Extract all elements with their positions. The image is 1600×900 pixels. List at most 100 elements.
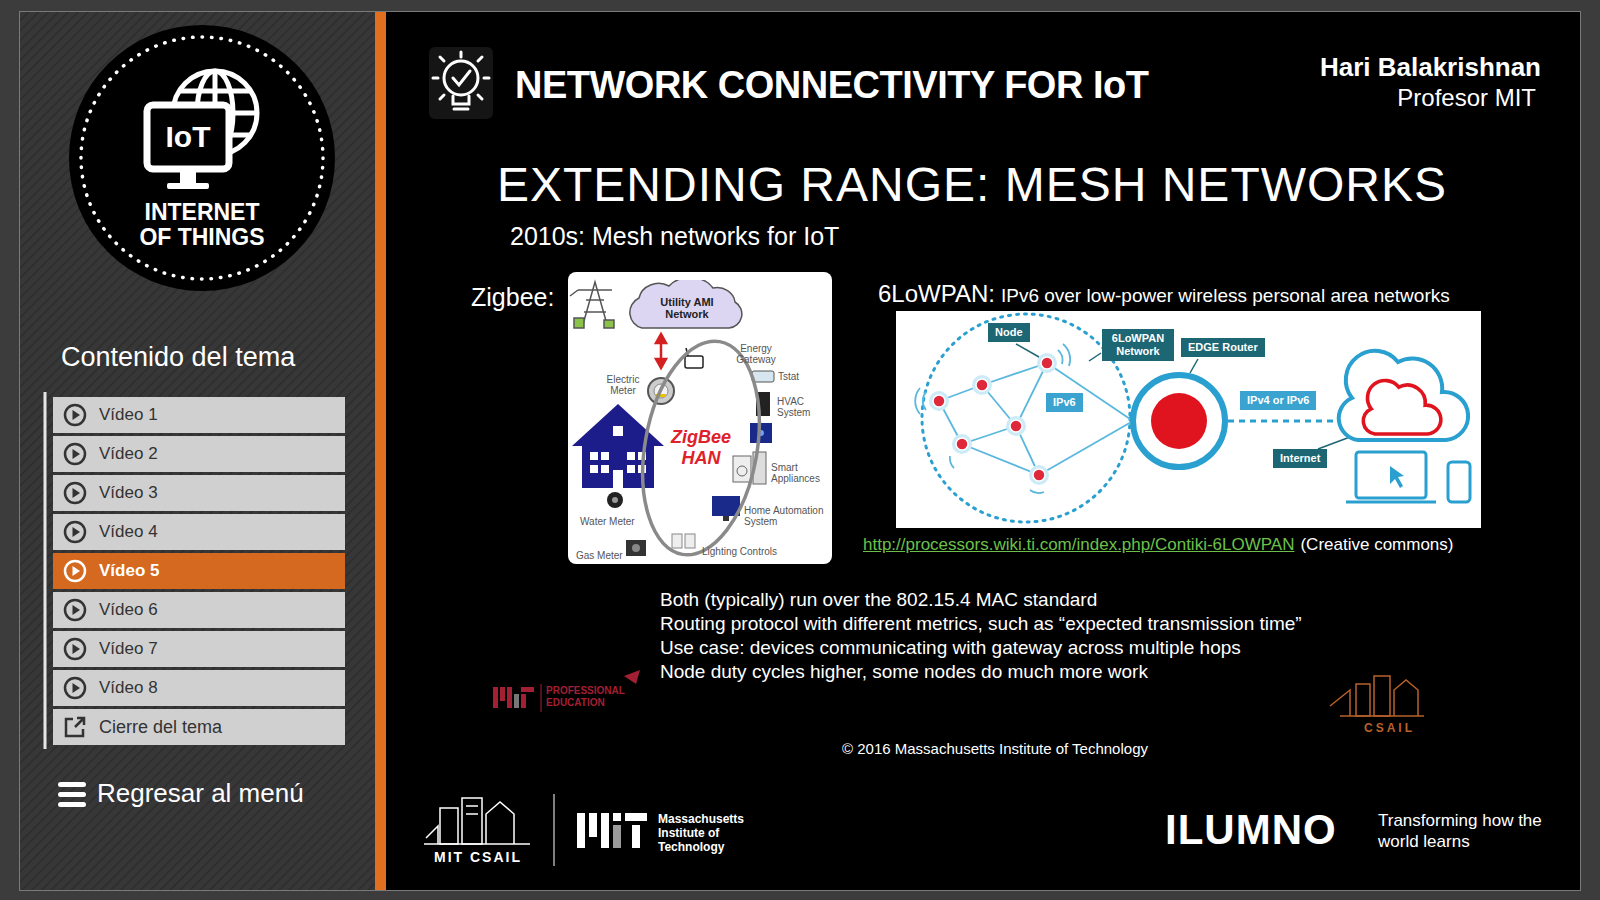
play-icon xyxy=(63,442,87,466)
lightbulb-icon xyxy=(478,57,482,61)
logo-text: MIT CSAIL xyxy=(434,849,522,866)
house xyxy=(627,452,635,460)
bullet-text: Use case: devices communicating with gat… xyxy=(660,636,1241,659)
play-icon xyxy=(73,566,81,576)
gas-meter xyxy=(626,540,646,556)
power-tower xyxy=(570,282,614,328)
house xyxy=(590,452,598,460)
laptop-phone xyxy=(1448,462,1470,502)
mit-logo xyxy=(613,813,621,821)
logo-art xyxy=(167,183,209,189)
laptop-phone xyxy=(1346,501,1436,504)
laptop-phone xyxy=(1346,452,1470,502)
uplink xyxy=(1228,420,1334,423)
mesh-nodes xyxy=(1029,465,1049,485)
source-link: http://processors.wiki.ti.com/index.php/… xyxy=(863,535,1294,555)
play-icon xyxy=(73,644,81,654)
copyright: © 2016 Massachusetts Institute of Techno… xyxy=(842,740,1148,758)
play-icon xyxy=(63,559,87,583)
cloud-shape xyxy=(630,280,742,328)
menu-rail xyxy=(45,392,46,749)
mesh-links xyxy=(962,444,1039,475)
csail-logo-small xyxy=(1330,690,1350,716)
lightbulb-icon xyxy=(453,96,469,104)
callout-tag: Node xyxy=(988,323,1030,342)
play-icon xyxy=(63,481,87,505)
play-icon xyxy=(65,444,85,464)
mesh-nodes xyxy=(1041,357,1053,369)
logo-art xyxy=(179,89,251,94)
ellipse-shape xyxy=(627,332,775,564)
device-label: Smart Appliances xyxy=(771,462,829,484)
laptop-phone xyxy=(1356,452,1426,498)
menu-item: Vídeo 7 xyxy=(53,631,345,667)
house xyxy=(613,426,623,436)
tag-label: Node xyxy=(995,326,1023,339)
play-icon xyxy=(73,605,81,615)
lighting-controls xyxy=(685,534,695,548)
lightbulb-icon xyxy=(429,47,493,119)
mesh-nodes xyxy=(976,379,988,391)
text-row: http://processors.wiki.ti.com/index.php/… xyxy=(863,535,1454,555)
mit-logo xyxy=(601,813,609,848)
logo-art xyxy=(147,105,229,169)
power-tower xyxy=(586,299,604,301)
logo-text: Massachusetts Institute of Technology xyxy=(658,812,753,854)
mesh-nodes xyxy=(1010,420,1022,432)
logo-divider xyxy=(553,794,555,866)
lightbulb-icon xyxy=(453,71,470,85)
cloud-icon xyxy=(1363,380,1441,434)
mesh-nodes xyxy=(929,353,1057,485)
device-label: Tstat xyxy=(778,371,799,383)
house xyxy=(601,465,609,473)
logo-art xyxy=(180,172,196,184)
lightbulb-icon xyxy=(454,108,468,111)
device-label: Water Meter xyxy=(580,516,635,528)
lightbulb-icon xyxy=(440,95,444,99)
cloud-label: Utility AMI Network xyxy=(651,296,723,320)
menu-exit-item: Cierre del tema xyxy=(53,709,345,745)
power-tower xyxy=(604,320,614,328)
lightbulb-icon xyxy=(478,95,482,99)
wifi-arcs xyxy=(1063,344,1070,366)
mit-logo xyxy=(589,813,597,837)
play-icon xyxy=(65,405,85,425)
tstat xyxy=(752,371,774,382)
mit-csail-logo xyxy=(462,798,482,844)
menu-label: Vídeo 1 xyxy=(99,397,158,433)
mesh-links xyxy=(939,363,1133,475)
han-ellipse: ZigBee HAN xyxy=(639,330,763,566)
menu-rail xyxy=(44,392,47,749)
mit-csail-logo xyxy=(486,802,514,844)
play-icon xyxy=(63,598,87,622)
mit-pe-logo xyxy=(493,687,498,708)
device-label: Lighting Controls xyxy=(702,546,777,558)
play-icon xyxy=(63,403,87,427)
mit-pe-logo xyxy=(507,687,512,708)
wifi-arcs xyxy=(915,344,1070,493)
network-cloud: Utility AMI Network xyxy=(617,280,757,332)
logo-tagline: Transforming how the world learns xyxy=(1378,810,1543,852)
csail-logo-small xyxy=(1356,684,1370,716)
house xyxy=(590,426,646,488)
power-tower xyxy=(570,290,578,296)
callout-tag: EDGE Router xyxy=(1181,338,1265,357)
lightbulb-icon xyxy=(484,77,489,80)
play-icon xyxy=(73,488,81,498)
wifi-arcs xyxy=(915,388,920,414)
wifi-arcs xyxy=(923,392,926,410)
zigbee-panel xyxy=(568,272,832,564)
edge-router xyxy=(1151,393,1207,449)
mesh-nodes xyxy=(952,434,972,454)
link-icon xyxy=(63,715,87,739)
menu-label: Vídeo 7 xyxy=(99,631,158,667)
play-icon xyxy=(65,561,85,581)
mesh-nodes xyxy=(972,375,992,395)
frame xyxy=(20,12,375,890)
header-title: NETWORK CONNECTIVITY FOR IoT xyxy=(515,62,1148,108)
water-meter xyxy=(612,497,618,503)
play-icon xyxy=(63,676,87,700)
logo-circle: IoTINTERNET OF THINGS xyxy=(69,25,335,291)
